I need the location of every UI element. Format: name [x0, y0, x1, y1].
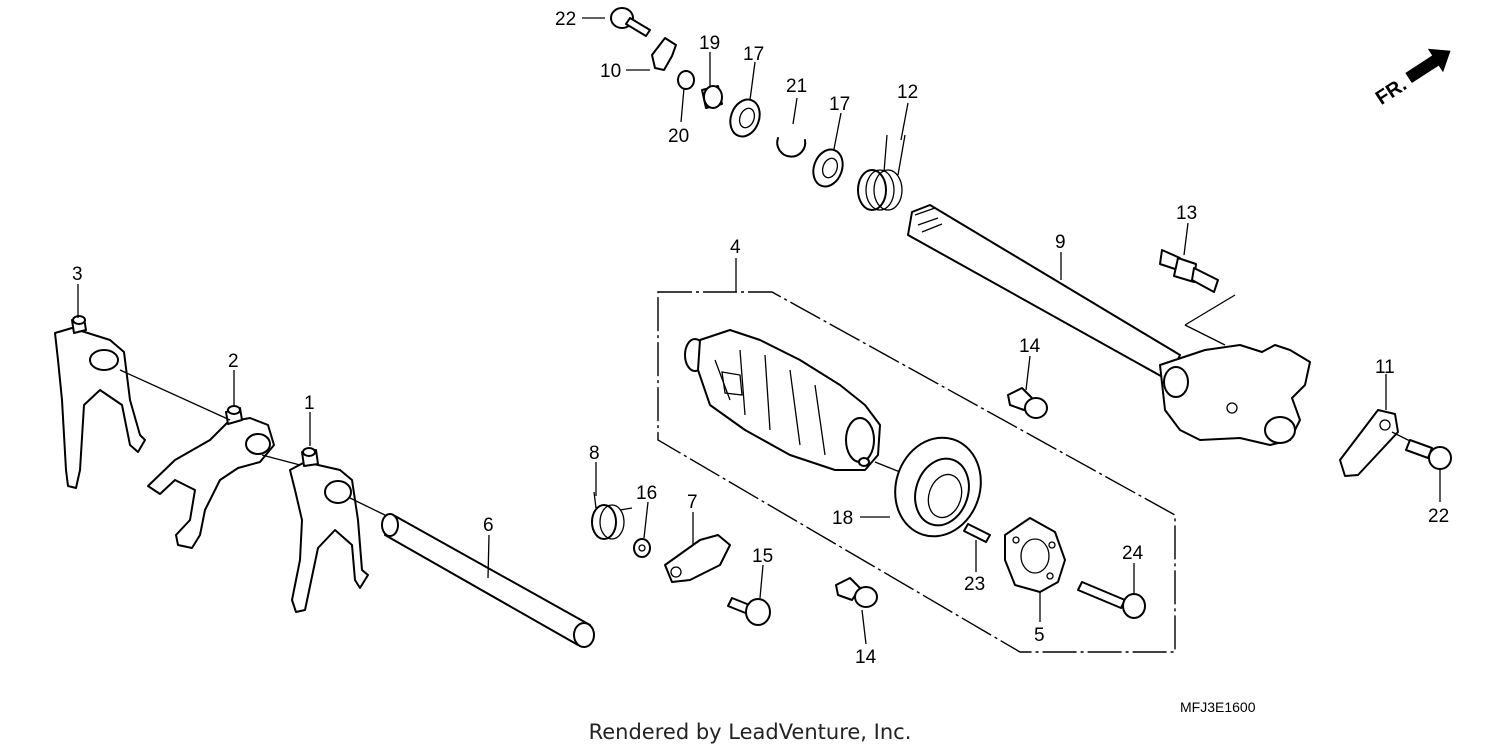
shift-drum-4[interactable] [684, 329, 881, 471]
callout-5: 5 [1034, 625, 1045, 646]
shift-fork-2[interactable] [147, 405, 275, 549]
callout-1: 1 [304, 393, 315, 414]
callout-20: 20 [668, 126, 689, 147]
washer-17-upper[interactable] [725, 95, 764, 140]
stopper-arm-11[interactable] [1339, 409, 1399, 477]
spring-8[interactable] [591, 491, 633, 540]
pivot-bolt-15[interactable] [727, 597, 771, 626]
callout-3: 3 [72, 264, 83, 285]
leader-lines [77, 17, 1441, 645]
callout-22: 22 [1428, 506, 1449, 527]
callout-8: 8 [589, 443, 600, 464]
diagram-code: MFJ3E1600 [1180, 699, 1256, 715]
setting-plate-10[interactable] [651, 37, 677, 71]
callout-11: 11 [1375, 357, 1395, 378]
callout-13: 13 [1176, 203, 1197, 224]
footer-credit: Rendered by LeadVenture, Inc. [589, 720, 912, 744]
flange-bolt-22-top[interactable] [610, 7, 651, 37]
flange-bolt-14-upper[interactable] [1007, 387, 1048, 419]
callout-9: 9 [1055, 232, 1066, 253]
callout-17: 17 [829, 94, 850, 115]
circlip-21[interactable] [776, 137, 807, 158]
washer-17-lower[interactable] [808, 145, 847, 190]
callout-21: 21 [786, 76, 807, 97]
callout-23: 23 [964, 574, 985, 595]
shift-fork-1[interactable] [289, 447, 369, 613]
bearing-18[interactable] [883, 426, 994, 547]
dowel-pin-23[interactable] [963, 523, 991, 543]
collar-19[interactable] [701, 85, 723, 109]
callout-15: 15 [752, 546, 773, 567]
callout-4: 4 [730, 237, 741, 258]
callout-2: 2 [228, 351, 239, 372]
shift-spindle-9[interactable] [907, 204, 1311, 446]
socket-bolt-24[interactable] [1077, 581, 1146, 619]
fork-shaft-6[interactable] [381, 513, 595, 648]
flange-bolt-22-right[interactable] [1405, 439, 1452, 470]
stopper-arm-7[interactable] [664, 534, 731, 583]
callout-7: 7 [687, 492, 698, 513]
callout-12: 12 [897, 82, 918, 103]
washer-16[interactable] [633, 538, 651, 558]
shift-fork-3[interactable] [54, 315, 146, 489]
drum-center-5[interactable] [1004, 517, 1066, 593]
return-spring-12[interactable] [857, 134, 906, 211]
callout-16: 16 [636, 483, 657, 504]
callout-14: 14 [1019, 336, 1041, 357]
front-label: FR. [1372, 74, 1411, 110]
callout-18: 18 [832, 508, 853, 529]
assembly-outline [657, 291, 1176, 653]
stopper-bolt-13[interactable] [1159, 249, 1219, 293]
front-arrow-icon [1405, 48, 1451, 84]
callout-6: 6 [483, 515, 494, 536]
front-direction-marker: FR. [1372, 48, 1451, 110]
callout-10: 10 [600, 61, 621, 82]
callout-numbers: 22 10 19 20 17 21 17 12 13 9 4 14 11 22 … [72, 9, 1449, 668]
nut-20[interactable] [677, 70, 695, 90]
callout-22: 22 [555, 9, 576, 30]
callout-14: 14 [855, 647, 877, 668]
flange-bolt-14-lower[interactable] [835, 577, 878, 608]
callout-24: 24 [1122, 543, 1144, 564]
callout-17: 17 [743, 44, 764, 65]
callout-19: 19 [699, 33, 720, 54]
